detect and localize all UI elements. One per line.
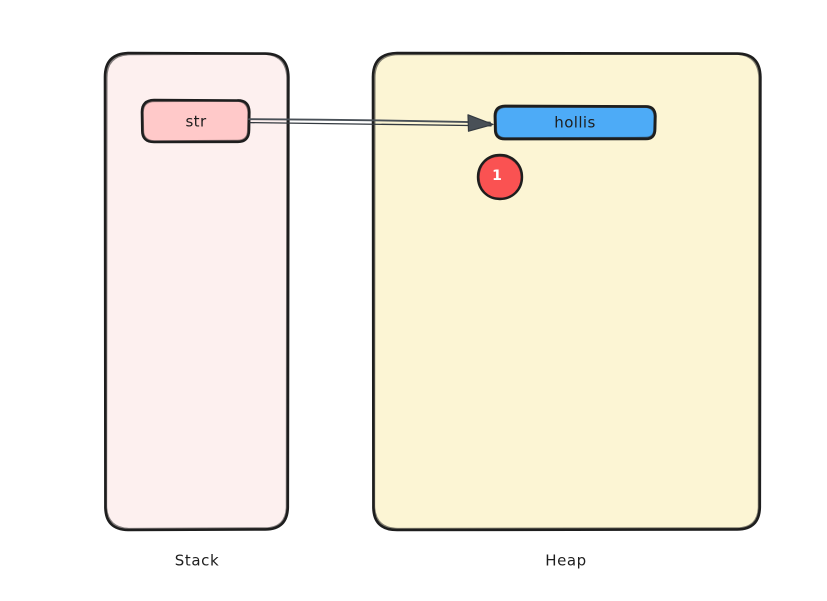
hollis-box-shape — [493, 104, 657, 141]
heap-container-shape — [371, 51, 762, 532]
str-box-shape — [140, 98, 251, 144]
arrow-str-to-hollis[interactable] — [248, 114, 494, 132]
node-str-variable[interactable]: str — [140, 98, 251, 144]
str-box-label: str — [185, 113, 206, 131]
heap-region-caption: Heap — [545, 552, 587, 570]
stack-region-caption: Stack — [175, 552, 220, 570]
heap-container-sketch-overlay — [373, 53, 760, 530]
refcount-badge-circle — [476, 153, 524, 201]
node-hollis-object[interactable]: hollis — [493, 104, 657, 141]
hollis-box-label: hollis — [554, 114, 595, 132]
region-stack[interactable] — [103, 51, 290, 532]
badge-refcount[interactable]: 1 — [476, 153, 524, 201]
str-box-sketch-overlay — [142, 100, 249, 142]
stack-container-shape — [103, 51, 290, 532]
arrow-shaft-upper — [248, 118, 491, 124]
stack-container-sketch-overlay — [105, 53, 288, 530]
region-heap[interactable] — [371, 51, 762, 532]
arrow-head-icon — [467, 114, 494, 132]
refcount-badge-label: 1 — [492, 168, 502, 184]
hollis-box-sketch-overlay — [495, 106, 655, 139]
arrow-shaft-lower — [249, 121, 492, 127]
refcount-badge-sketch-overlay — [478, 155, 522, 199]
